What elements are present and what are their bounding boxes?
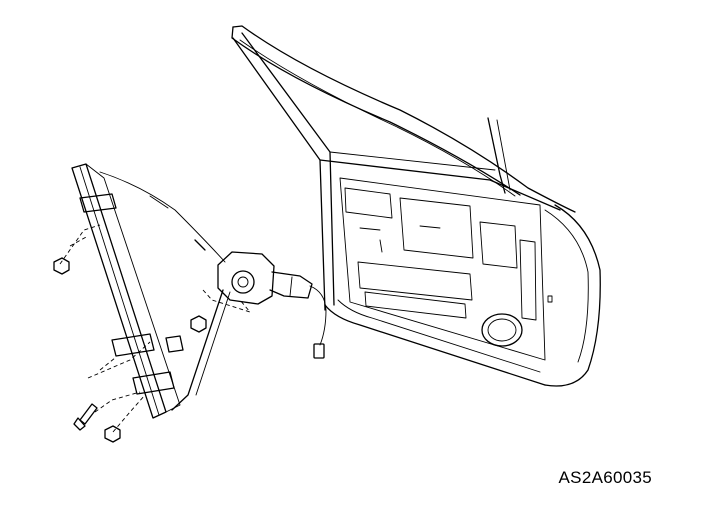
motor-connector <box>309 285 327 359</box>
regulator-motor <box>202 251 313 313</box>
assembly-guide-lines <box>59 224 151 433</box>
mounting-bolt <box>73 403 98 431</box>
figure-code: AS2A60035 <box>558 468 652 487</box>
mounting-nut <box>53 257 207 443</box>
door-panel <box>231 25 601 387</box>
window-regulator <box>71 163 231 419</box>
